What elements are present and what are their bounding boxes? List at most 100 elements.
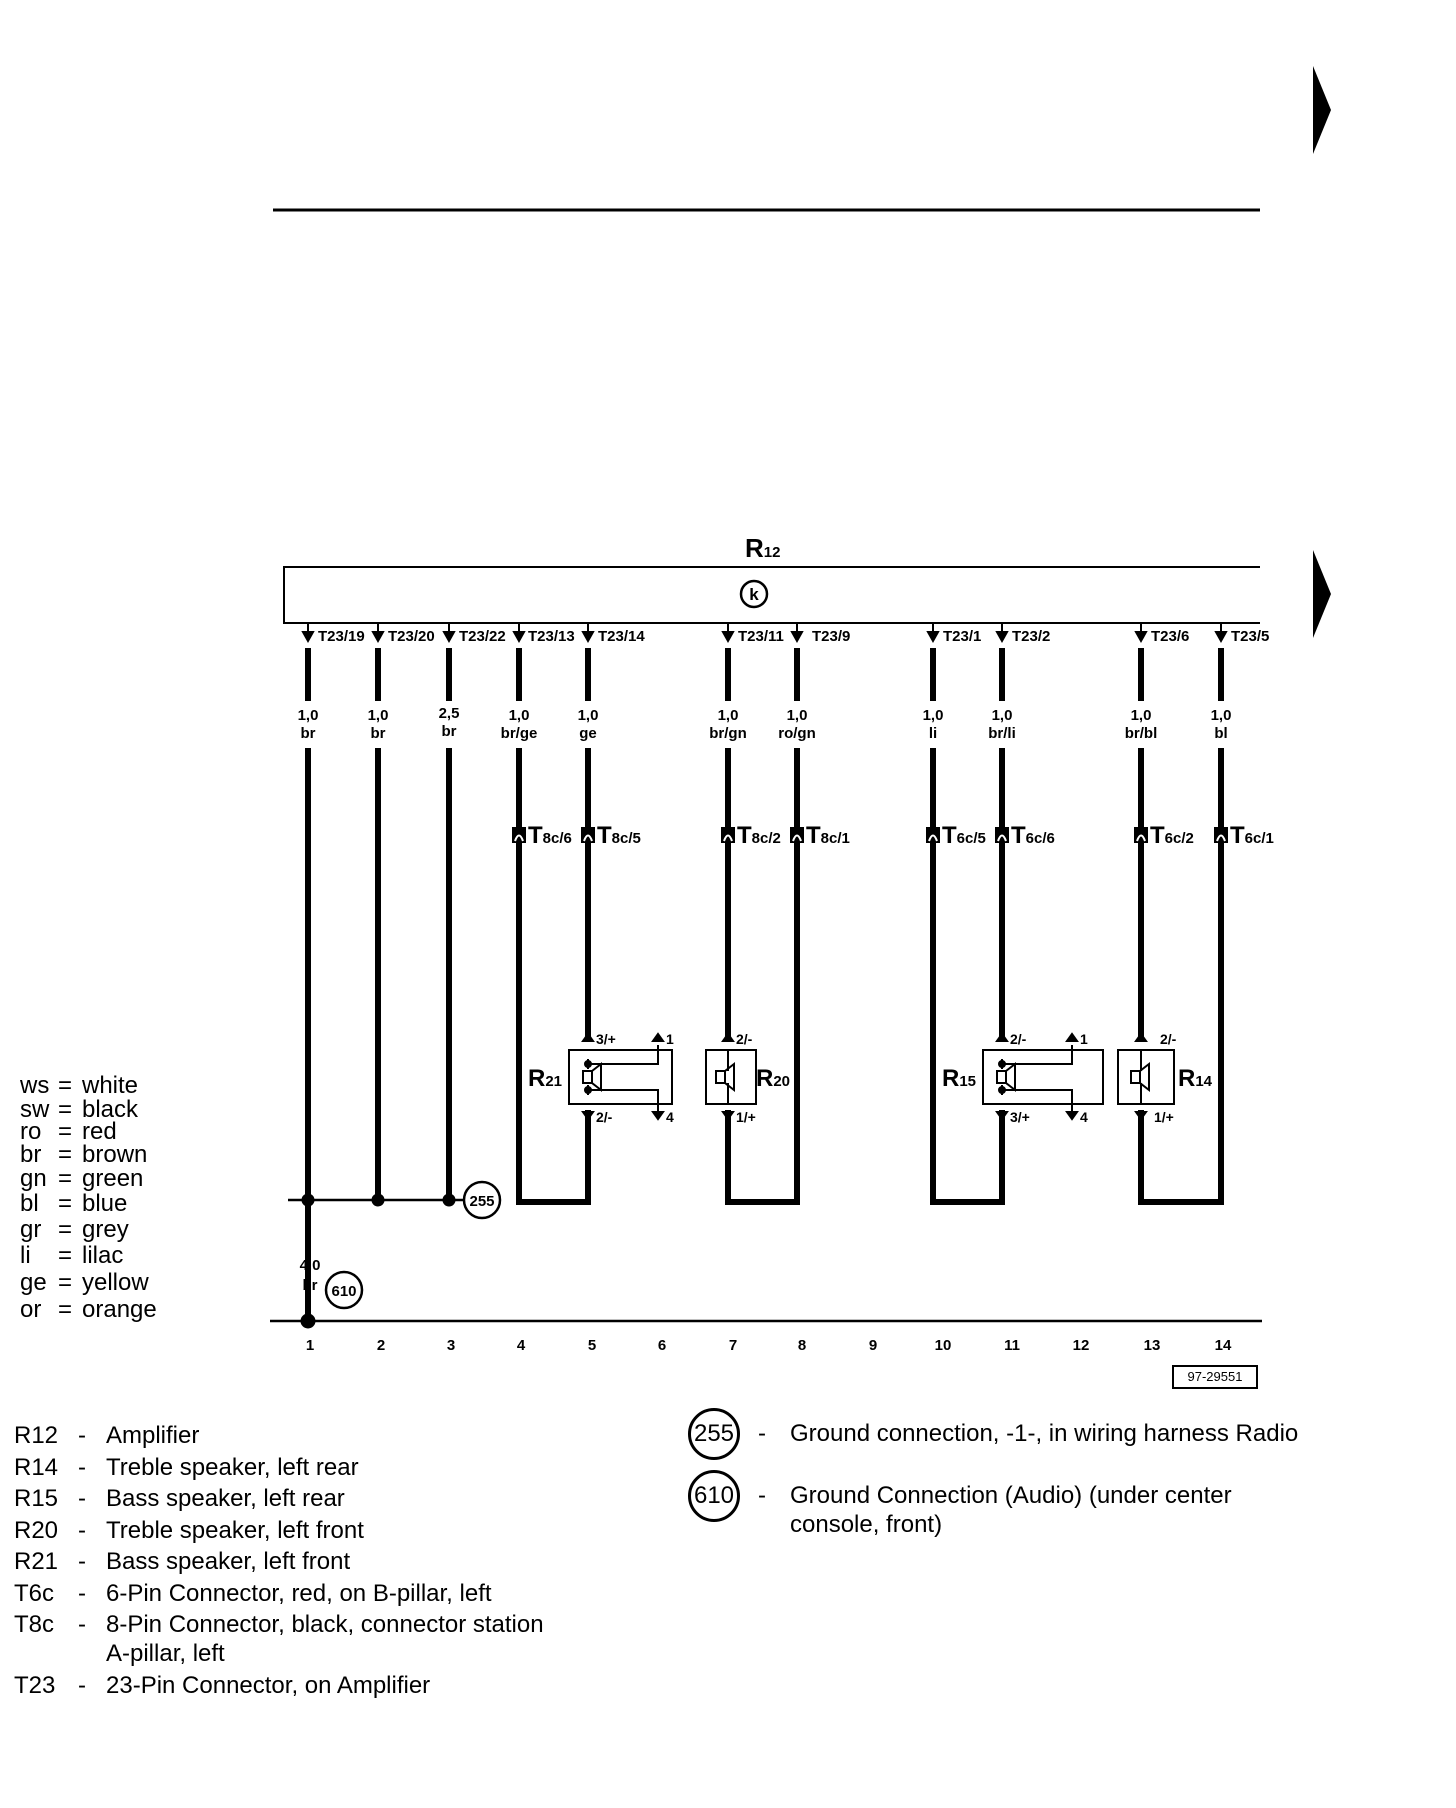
pin-arrow-icon [651,1032,665,1042]
color-legend: ws=white sw=black ro=red br=brown gn=gre… [20,1072,210,1332]
component-description: 8-Pin Connector, black, connector statio… [106,1611,544,1638]
legend-abbr: gn [20,1165,47,1192]
pin-label: T23/22 [459,628,506,645]
pin-arrow-icon [995,1032,1009,1042]
wire-loop-r21 [516,748,591,1205]
speaker-icon [996,1070,1007,1084]
track-number: 5 [588,1337,596,1354]
component-code: R12 [14,1422,59,1449]
legend-color-name: lilac [82,1242,124,1269]
junction-dot [584,1086,592,1094]
connector-label: T8c/2 [737,822,781,849]
wire-size: 1,0 [718,707,739,724]
ground-point-610-label: 610 [331,1283,356,1300]
wire-size: 1,0 [992,707,1013,724]
connector-label: T6c/1 [1230,822,1274,849]
ground-610-icon: 610 [688,1470,740,1522]
legend-color-name: red [82,1118,117,1145]
pin-arrow-icon [790,624,804,644]
component-code: T23 [14,1672,56,1699]
speaker-pin: 1 [666,1031,674,1047]
speaker-r15 [982,1032,1104,1121]
legend-color-name: grey [82,1216,129,1243]
pin-arrow-icon [721,1032,735,1042]
connector-icon [721,827,735,843]
track-number: 10 [935,1337,952,1354]
component-description: Amplifier [106,1422,200,1449]
legend-equals: = [58,1216,73,1243]
junction-dot [442,1193,456,1207]
legend-equals: = [58,1165,73,1192]
amplifier-symbol-icon [739,579,769,609]
speaker-icon [715,1070,726,1084]
connector-icon [1214,827,1228,843]
pin-arrow-icon [301,624,315,644]
track-number: 2 [377,1337,385,1354]
speaker-pin: 3/+ [596,1031,616,1047]
pin-label: T23/14 [598,628,645,645]
legend-abbr: li [20,1242,31,1269]
wire-color: ge [579,725,597,742]
legend-equals: = [58,1296,73,1323]
component-description: Bass speaker, left rear [106,1485,345,1512]
connector-icon [1134,827,1148,843]
wire-loop-r20-lower [725,748,800,1205]
component-code: R21 [14,1548,59,1575]
connector-label: T8c/1 [806,822,850,849]
speaker-label: R14 [1178,1065,1213,1092]
legend-equals: = [58,1118,73,1145]
pin-label: T23/1 [943,628,981,645]
speaker-pin: 4 [1080,1109,1088,1125]
wire-labels: 1,0 br 1,0 br 2,5 br 1,0 br/ge 1,0 ge 1,… [298,705,1232,742]
wire-loop-r14 [1138,748,1224,1205]
speaker-r20 [705,1032,757,1121]
legend-equals: = [58,1072,73,1099]
ground-bus [270,1180,1262,1329]
speaker-r21 [568,1032,673,1121]
component-description: 6-Pin Connector, red, on B-pillar, left [106,1580,492,1607]
pin-arrow-icon [581,1111,595,1121]
speaker-icon [582,1070,593,1084]
junction-dot [584,1060,592,1068]
legend-equals: = [58,1141,73,1168]
component-description: 23-Pin Connector, on Amplifier [106,1672,431,1699]
pin-arrow-icon [721,1111,735,1121]
amplifier-label: R12 [745,533,780,563]
component-description: A-pillar, left [106,1640,225,1667]
pin-label: T23/13 [528,628,575,645]
continue-arrow-icon[interactable] [1313,550,1331,638]
wire-color: ro/gn [778,725,816,742]
ground-point-610-icon [324,1270,364,1310]
pin-arrow-icon [1134,1032,1148,1042]
legend-abbr: gr [20,1216,42,1243]
pin-label: T23/20 [388,628,435,645]
junction-dot [998,1060,1006,1068]
speaker-cone-icon [1139,1061,1150,1093]
component-code: R14 [14,1454,59,1481]
pin-arrow-icon [1134,624,1148,644]
legend-dash: - [78,1454,86,1481]
legend-color-name: white [82,1072,139,1099]
pin-label: T23/19 [318,628,365,645]
pin-label: T23/11 [738,628,784,645]
ground-description: Ground Connection (Audio) (under center [790,1482,1232,1509]
amplifier-pin-labels: T23/19 T23/20 T23/22 T23/13 T23/14 T23/1… [318,628,1269,645]
track-number: 14 [1215,1337,1232,1354]
legend-abbr: br [20,1141,42,1168]
legend-abbr: sw [20,1096,50,1123]
pin-arrow-icon [1065,1111,1079,1121]
ground-description: Ground connection, -1-, in wiring harnes… [790,1420,1299,1447]
legend-equals: = [58,1190,73,1217]
speaker-pin: 2/- [736,1031,753,1047]
ground-description: console, front) [790,1511,943,1538]
wire-size: 1,0 [298,707,319,724]
connector-labels: T8c/6 T8c/5 T8c/2 T8c/1 T6c/5 T6c/6 T6c/… [528,822,1274,849]
amplifier-box [283,566,1260,624]
ground-point-255-icon [462,1180,502,1220]
speaker-label: R20 [756,1065,790,1092]
legend-dash: - [78,1611,86,1638]
legend-abbr: ro [20,1118,42,1145]
wire-size: 1,0 [1211,707,1232,724]
next-page-arrow-icon[interactable] [1313,66,1331,154]
connector-icon [512,827,526,843]
